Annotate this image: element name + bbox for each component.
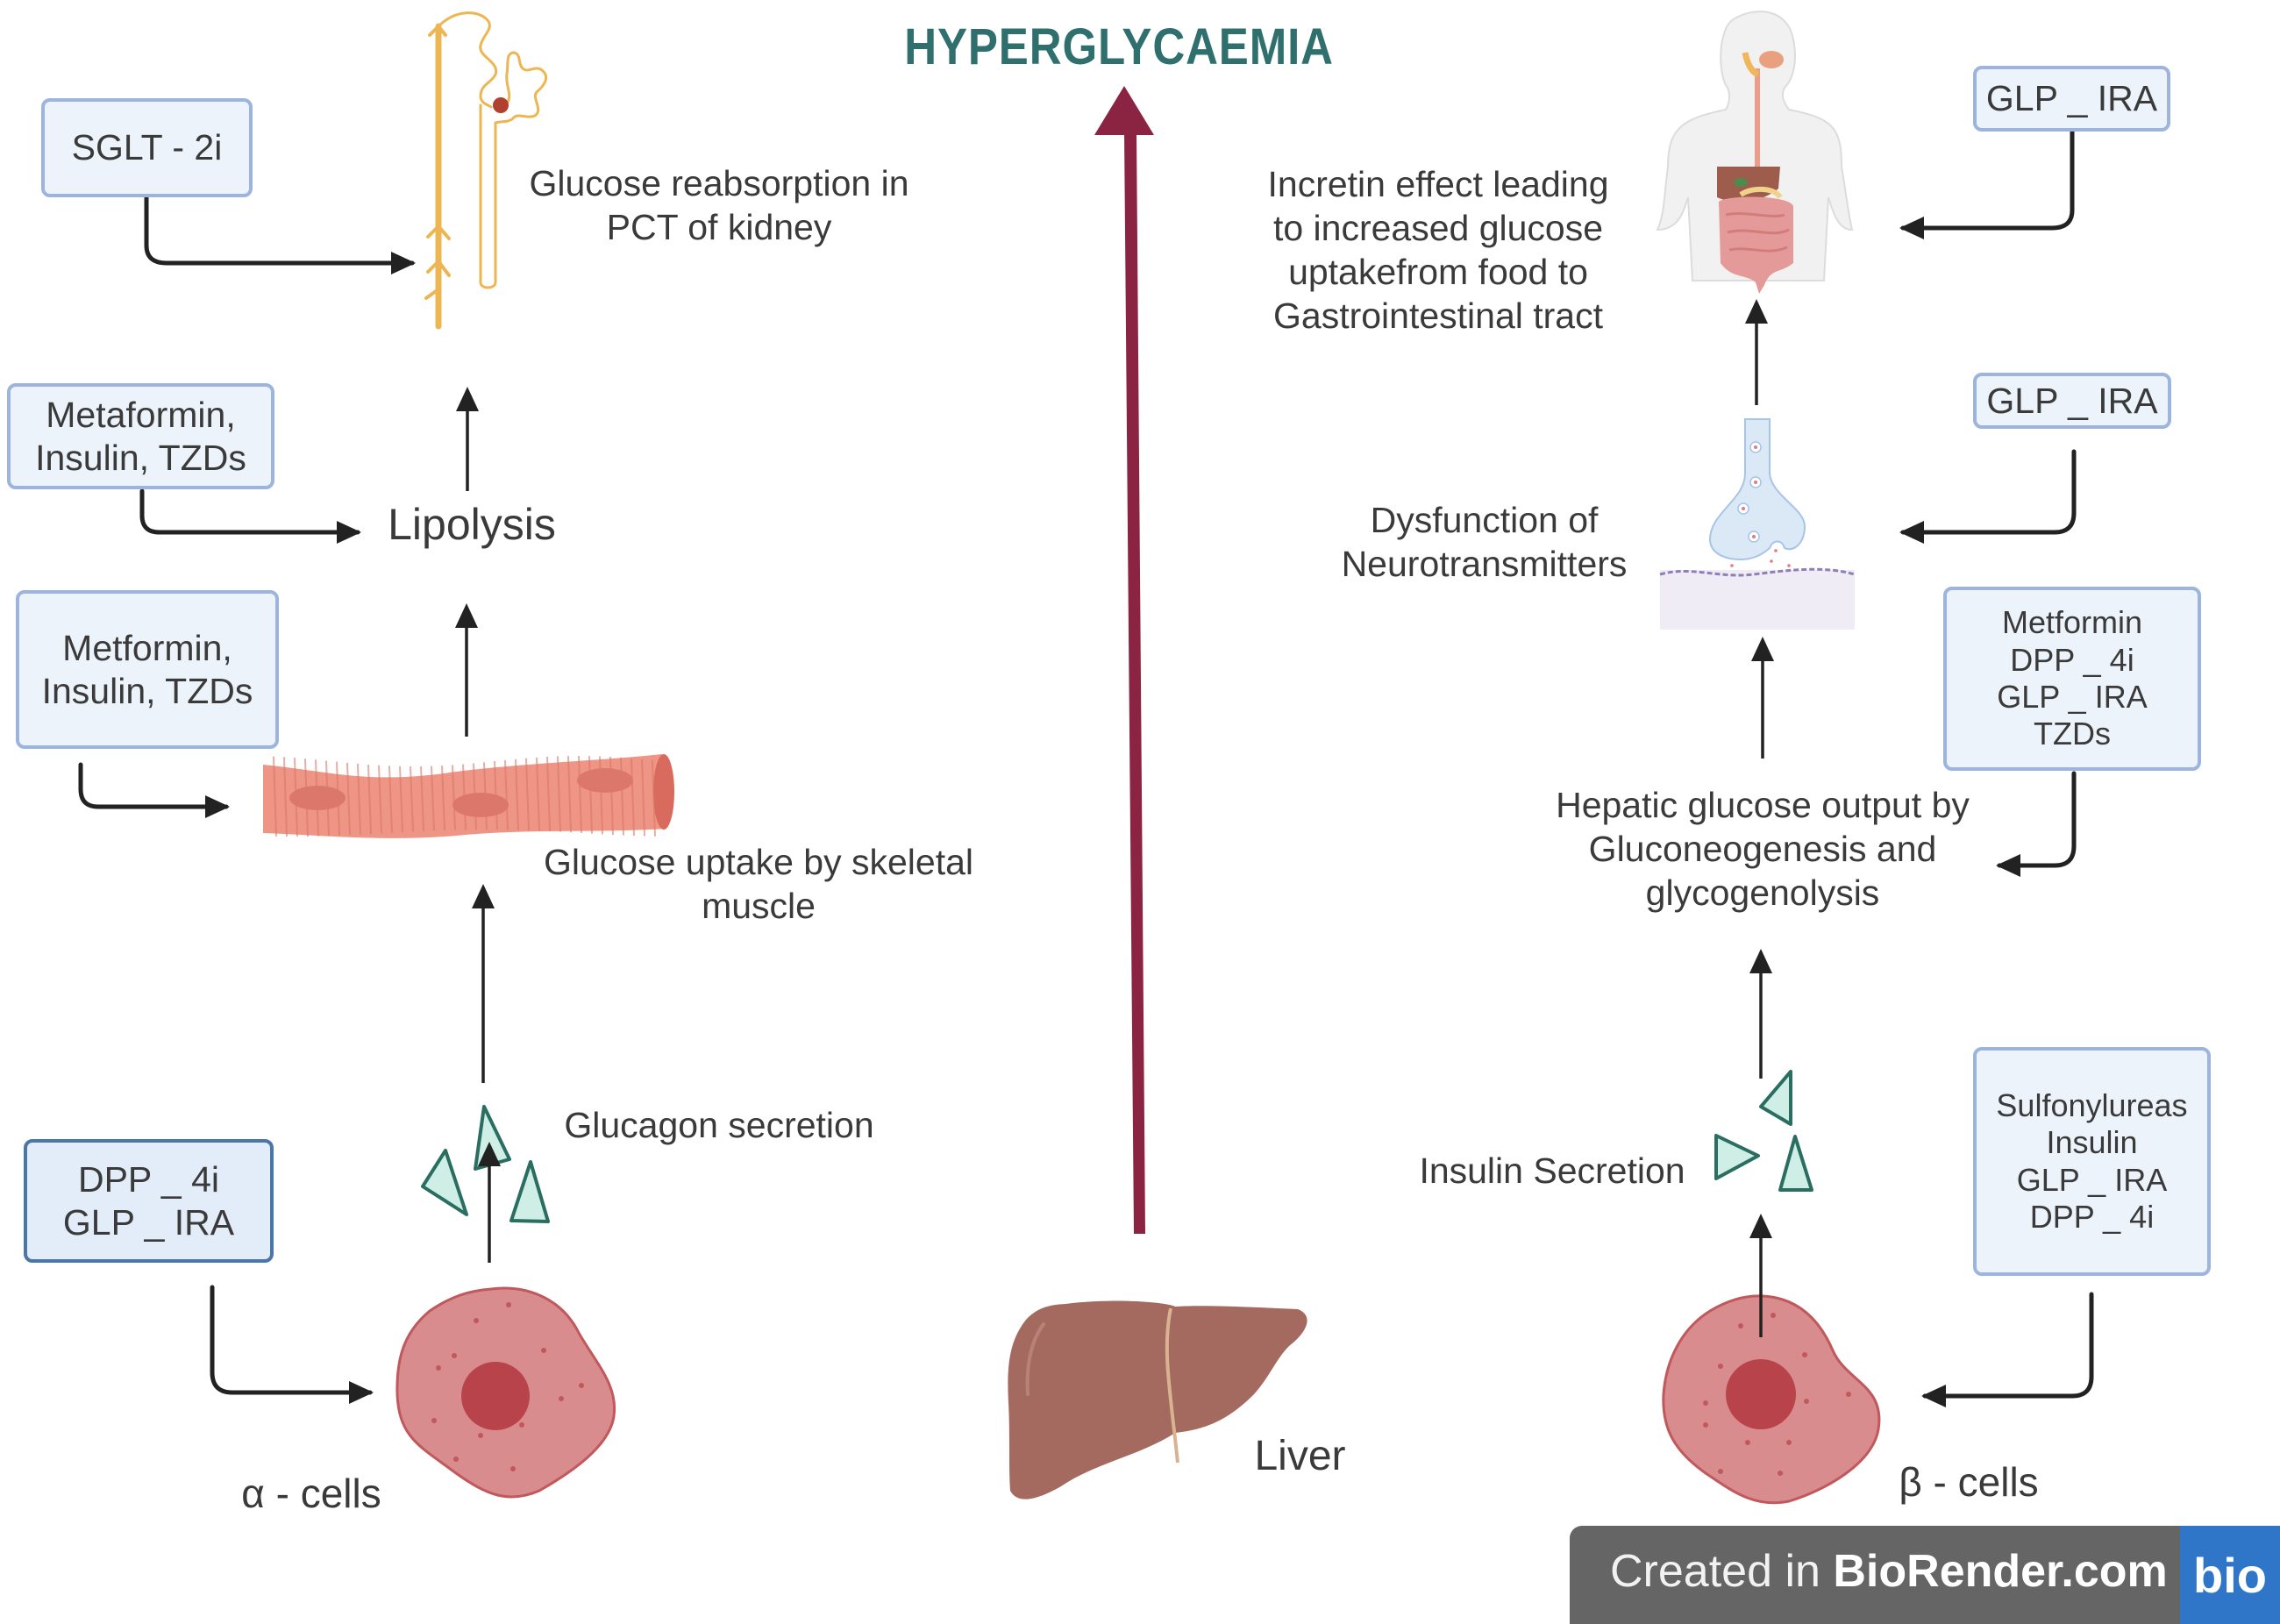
upward-arrow-icon <box>1094 86 1154 1234</box>
drug-name: GLP _ IRA <box>1985 78 2158 119</box>
lipolysis-label: Lipolysis <box>388 500 556 549</box>
arrow-glp2-to-synapse <box>1899 449 2077 544</box>
biorender-logo-icon: bio <box>2180 1526 2280 1624</box>
insulin-label: Insulin Secretion <box>1419 1150 1685 1191</box>
drug-box-lipolysis: Metaformin, Insulin, TZDs <box>7 383 274 489</box>
beta-cells-label: β - cells <box>1899 1459 2039 1505</box>
drug-name: DPP _ 4i <box>2010 641 2134 678</box>
drug-name: GLP _ IRA <box>2016 1161 2168 1198</box>
arrow-metformin-to-hepatic <box>1996 771 2077 877</box>
drug-name: SGLT - 2i <box>71 127 223 168</box>
gi-tract-label: Incretin effect leading to increased glu… <box>1267 164 1609 337</box>
beta-cell-icon <box>1662 1294 1881 1505</box>
biorender-watermark[interactable]: Created in BioRender.com bio <box>1570 1526 2280 1624</box>
drug-name: Metaformin, <box>46 395 236 436</box>
drug-name: Insulin, TZDs <box>35 437 246 478</box>
kidney-label: Glucose reabsorption in PCT of kidney <box>529 163 909 248</box>
drug-box-neurotransmitters: GLP _ IRA <box>1973 373 2171 429</box>
insulin-molecules-icon <box>1714 1070 1813 1192</box>
drug-name: Metformin, <box>62 628 232 669</box>
arrow-metaformin-to-lipolysis <box>139 488 361 544</box>
drug-box-beta-cells: Sulfonylureas Insulin GLP _ IRA DPP _ 4i <box>1973 1047 2211 1276</box>
drug-name: Insulin, TZDs <box>41 670 253 711</box>
glucagon-molecules-icon <box>421 1105 550 1223</box>
diagram-title: HYPERGLYCAEMIA <box>904 18 1334 75</box>
arrow-metformin-to-muscle <box>78 762 230 818</box>
drug-name: GLP _ IRA <box>1997 679 2148 715</box>
drug-name: DPP _ 4i <box>2029 1198 2155 1235</box>
kidney-nephron-icon <box>424 11 548 330</box>
synapse-icon <box>1659 418 1856 630</box>
drug-name: TZDs <box>2034 716 2111 752</box>
watermark-text: Created in BioRender.com <box>1610 1545 2168 1598</box>
watermark-brand: BioRender.com <box>1833 1546 2168 1597</box>
watermark-prefix: Created in <box>1610 1546 1834 1597</box>
drug-box-alpha-cells: DPP _ 4i GLP _ IRA <box>24 1139 274 1263</box>
liver-icon <box>1008 1300 1307 1499</box>
arrow-sulfonylureas-to-beta-cell <box>1921 1292 2094 1407</box>
muscle-label: Glucose uptake by skeletal muscle <box>544 842 973 927</box>
drug-name: Metformin <box>2001 604 2143 641</box>
alpha-cells-label: α - cells <box>241 1471 381 1516</box>
alpha-cell-icon <box>395 1286 616 1499</box>
arrow-sglt-to-kidney <box>144 196 416 274</box>
drug-name: Sulfonylureas <box>1996 1086 2188 1123</box>
digestive-system-icon <box>1656 11 1854 294</box>
drug-name: GLP _ IRA <box>62 1201 235 1243</box>
liver-label: Liver <box>1254 1433 1346 1479</box>
arrow-glp1-to-gi <box>1899 129 2075 239</box>
arrow-dpp-to-alpha-cell <box>210 1285 374 1404</box>
drug-box-sglt2i: SGLT - 2i <box>41 98 253 197</box>
drug-box-gi-tract: GLP _ IRA <box>1973 66 2170 132</box>
hepatic-label: Hepatic glucose output by Gluconeogenesi… <box>1556 785 1970 914</box>
neurotransmitters-label: Dysfunction of Neurotransmitters <box>1341 500 1628 585</box>
glucagon-label: Glucagon secretion <box>564 1105 874 1145</box>
drug-box-muscle: Metformin, Insulin, TZDs <box>16 590 279 749</box>
drug-box-hepatic: Metformin DPP _ 4i GLP _ IRA TZDs <box>1943 587 2201 771</box>
drug-name: Insulin <box>2046 1124 2138 1161</box>
skeletal-muscle-fiber-icon <box>263 754 674 838</box>
drug-name: DPP _ 4i <box>77 1159 220 1200</box>
drug-name: GLP _ IRA <box>1986 380 2158 421</box>
